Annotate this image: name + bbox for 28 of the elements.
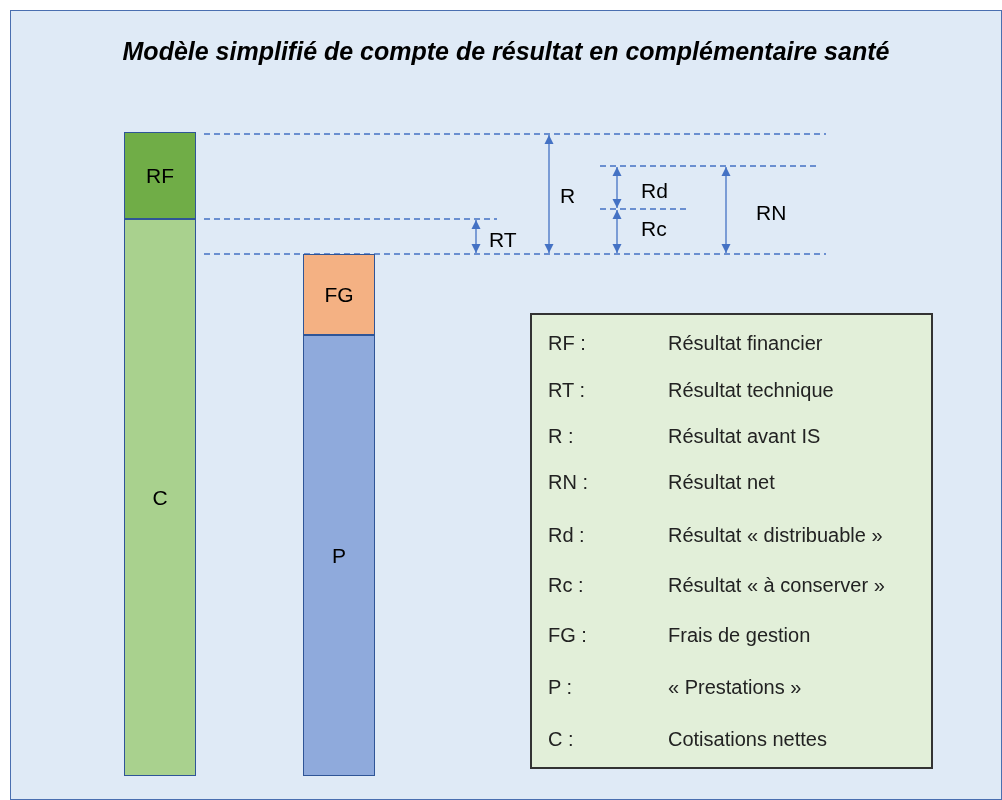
glossary-term: RF :: [548, 331, 586, 356]
dimension-label: RN: [756, 200, 787, 226]
bar-segment: RF: [124, 132, 196, 219]
bar-segment: C: [124, 219, 196, 776]
glossary-definition: Résultat « à conserver »: [668, 573, 885, 598]
glossary-definition: Cotisations nettes: [668, 727, 827, 752]
glossary-definition: Résultat net: [668, 470, 775, 495]
glossary-term: C :: [548, 727, 574, 752]
dimension-label: R: [560, 183, 576, 209]
glossary-term: R :: [548, 424, 574, 449]
bar-segment: P: [303, 335, 375, 776]
glossary-definition: Résultat financier: [668, 331, 823, 356]
title: Modèle simplifié de compte de résultat en complémentaire santé: [121, 36, 891, 67]
glossary-definition: Résultat avant IS: [668, 424, 821, 449]
bar-segment: FG: [303, 254, 375, 335]
dimension-label: RT: [489, 227, 517, 253]
dimension-label: Rc: [641, 216, 667, 242]
glossary-term: Rc :: [548, 573, 584, 598]
glossary-definition: Résultat technique: [668, 378, 834, 403]
glossary-term: P :: [548, 675, 573, 700]
glossary-term: Rd :: [548, 523, 585, 548]
glossary-definition: Résultat « distribuable »: [668, 523, 883, 548]
dimension-label: Rd: [641, 178, 668, 204]
glossary-definition: « Prestations »: [668, 675, 802, 700]
glossary-term: RT :: [548, 378, 586, 403]
glossary-definition: Frais de gestion: [668, 623, 811, 648]
glossary-term: RN :: [548, 470, 588, 495]
glossary-term: FG :: [548, 623, 587, 648]
